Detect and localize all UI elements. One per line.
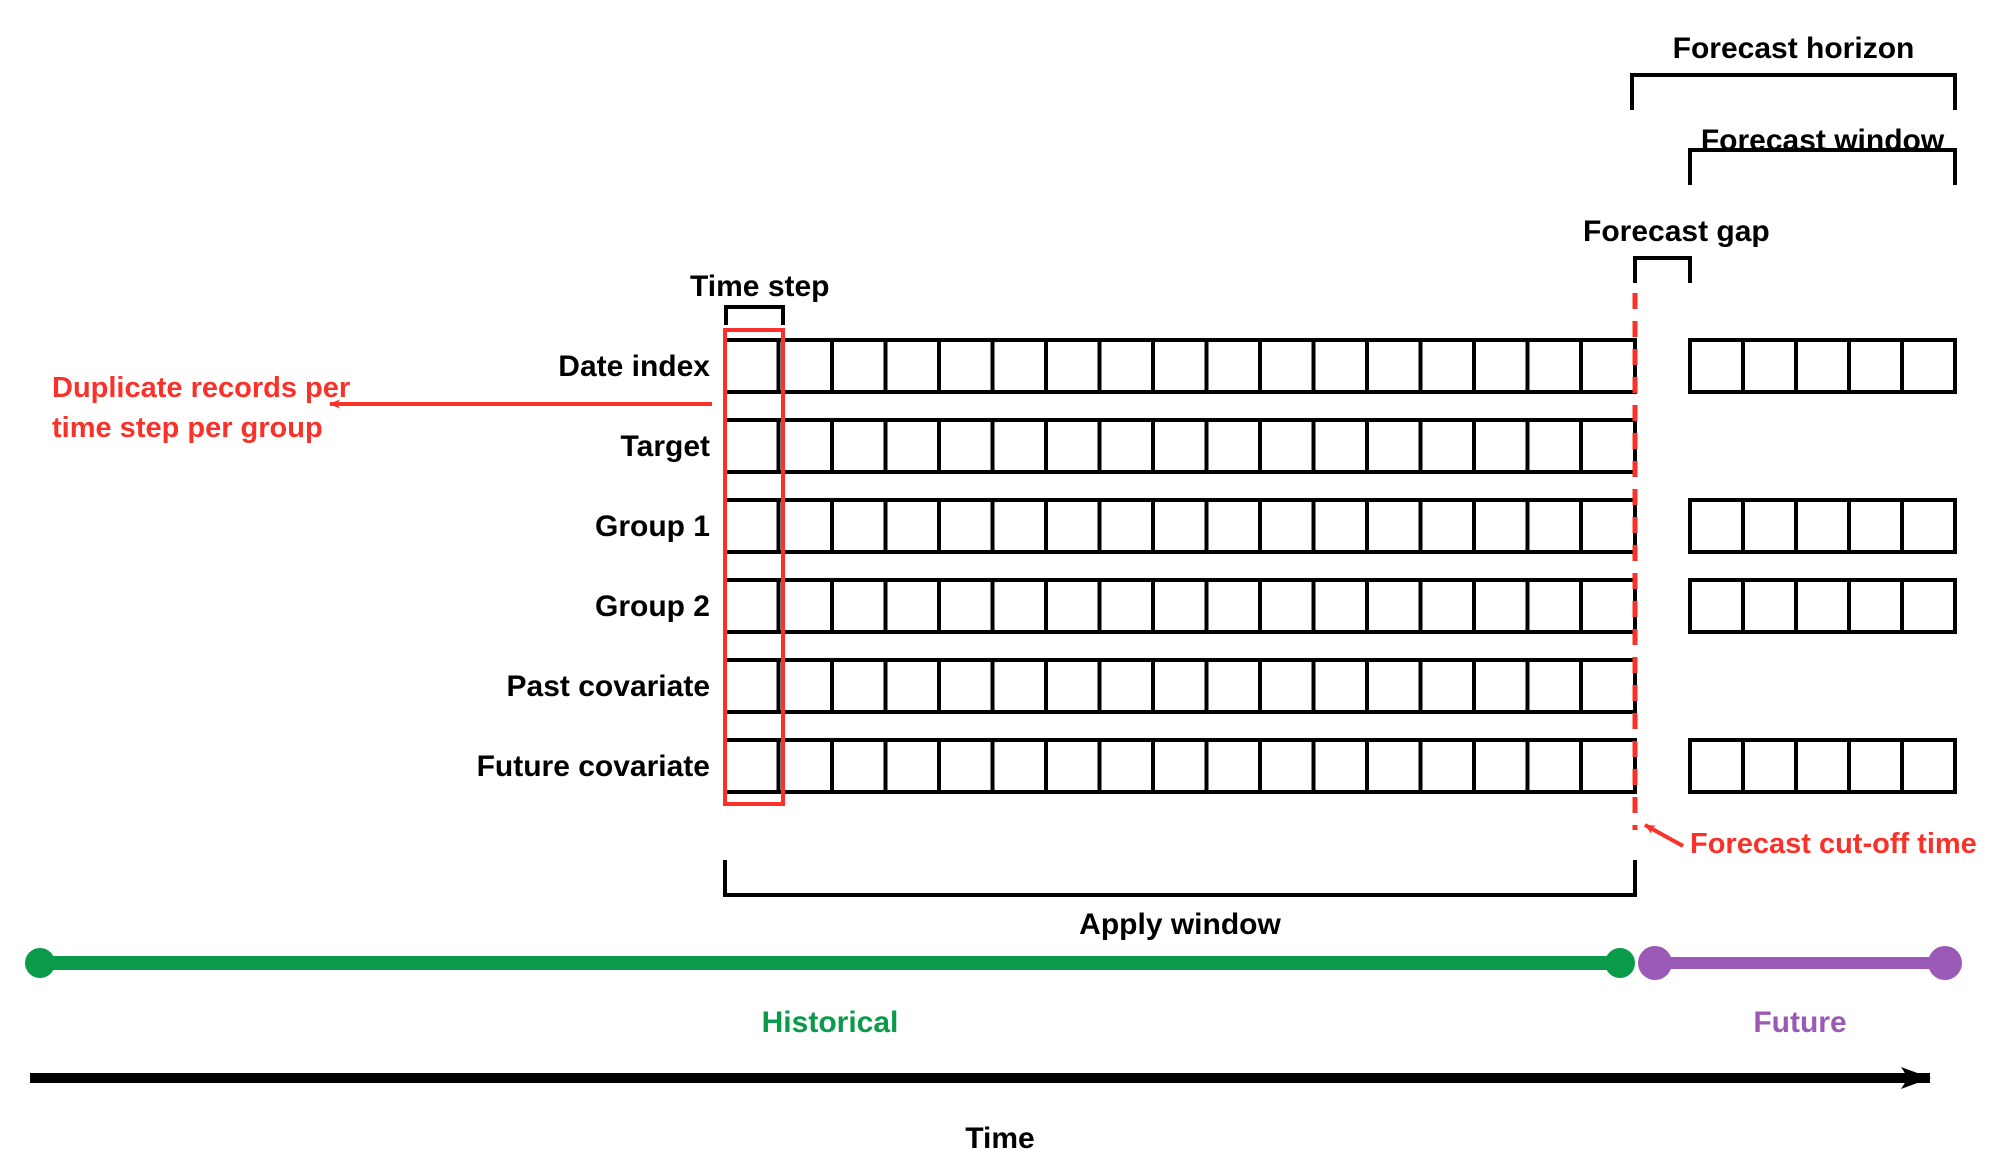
apply-window-bracket xyxy=(723,860,1637,897)
forecast-gap-bracket xyxy=(1633,256,1692,283)
forecast-window-label: Forecast window xyxy=(1700,124,1945,157)
forecast-gap-label: Forecast gap xyxy=(1583,215,1770,248)
apply-window-label: Apply window xyxy=(1079,908,1281,941)
duplicate-records-annotation-line-1: Duplicate records per xyxy=(52,372,351,404)
grid-row-future-covariate xyxy=(723,738,1957,794)
time-axis-label: Time xyxy=(965,1122,1035,1155)
grid-row-group-1 xyxy=(723,498,1957,554)
row-label-future-covariate: Future covariate xyxy=(476,750,710,783)
grid-row-date-index xyxy=(723,338,1957,394)
grid-row-group-2 xyxy=(723,578,1957,634)
row-label-group-2: Group 2 xyxy=(594,590,710,623)
row-label-group-1: Group 1 xyxy=(594,510,710,543)
time-step-label: Time step xyxy=(690,270,830,303)
forecast-window-bracket xyxy=(1688,148,1957,185)
row-label-target: Target xyxy=(620,430,710,463)
grid-row-past-covariate xyxy=(723,658,1637,714)
forecast-horizon-label: Forecast horizon xyxy=(1672,32,1915,65)
time-step-highlight-box xyxy=(723,328,785,806)
historical-timeline-label: Historical xyxy=(761,1006,899,1039)
future-timeline-label: Future xyxy=(1753,1006,1847,1039)
grid-row-target xyxy=(723,418,1637,474)
data-grid xyxy=(723,338,1957,794)
forecast-horizon-bracket xyxy=(1630,73,1957,110)
row-label-date-index: Date index xyxy=(558,350,710,383)
forecast-cutoff-arrow xyxy=(1644,823,1684,848)
historical-timeline xyxy=(25,948,1635,978)
forecast-cutoff-annotation: Forecast cut-off time xyxy=(1690,828,1977,860)
duplicate-records-annotation-line-2: time step per group xyxy=(52,412,323,444)
future-timeline xyxy=(1638,946,1962,980)
time-step-bracket xyxy=(724,305,785,325)
row-label-past-covariate: Past covariate xyxy=(506,670,710,703)
